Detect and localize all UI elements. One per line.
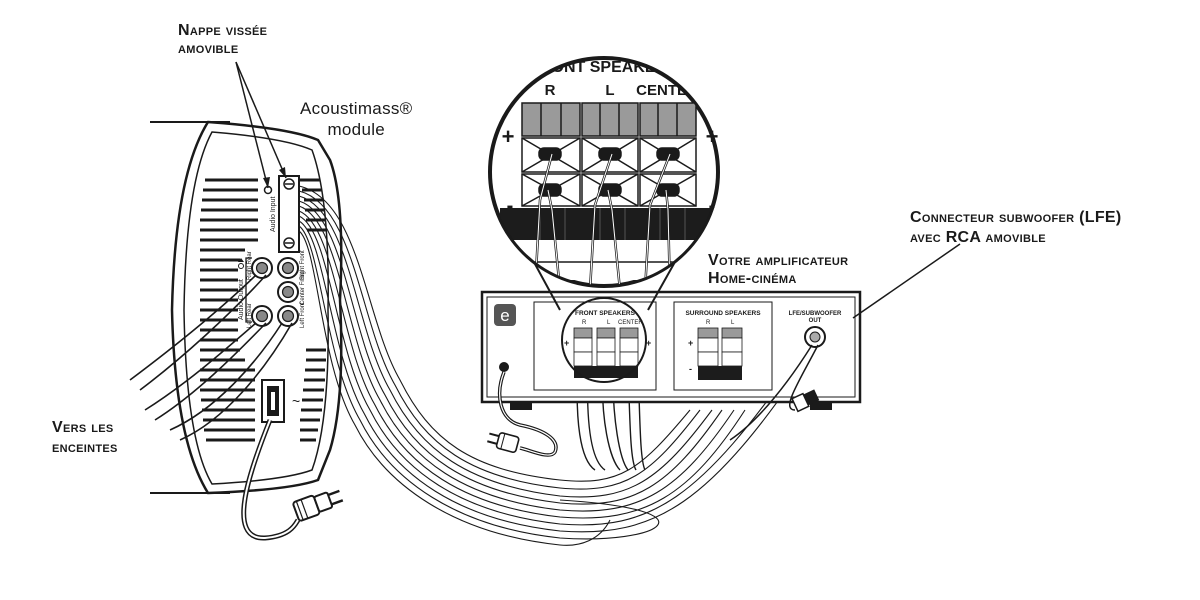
rca-jack-right-rear[interactable] xyxy=(251,257,273,279)
zoom-title: FRONT SPEAKERS xyxy=(530,59,678,76)
amp-lfe-jack[interactable] xyxy=(804,326,826,348)
amp-surround-label: SURROUND SPEAKERS xyxy=(685,310,761,317)
audio-input-connector[interactable] xyxy=(263,175,300,253)
rca-jack-center-front[interactable] xyxy=(277,281,299,303)
zoom-plus-terminals[interactable] xyxy=(521,137,697,173)
amp-front-center: CENTER xyxy=(618,320,643,326)
lfe-rca-plug xyxy=(791,389,820,413)
rca-jack-left-front[interactable] xyxy=(277,305,299,327)
zoom-label-l: L xyxy=(605,82,614,99)
power-socket[interactable] xyxy=(261,379,285,423)
amp-power-jack[interactable] xyxy=(499,362,509,372)
zoom-plus-left: + xyxy=(502,124,515,149)
module-power-cord xyxy=(241,419,301,541)
amp-front-terminals[interactable] xyxy=(573,327,639,378)
right-rear-label: Right Rear xyxy=(247,251,253,280)
amp-power-cord xyxy=(497,371,558,457)
label-amp-line1: Votre amplificateur xyxy=(708,252,849,269)
speaker-wires-out xyxy=(129,274,293,441)
audio-output-group: Audio Output xyxy=(238,257,252,323)
zoom-minus-left: - xyxy=(507,195,514,217)
right-front-label: Right Front xyxy=(300,250,306,280)
amp-lfe-label-2: OUT xyxy=(809,318,822,324)
zoom-minus-terminals[interactable] xyxy=(521,173,697,207)
power-symbol: ~ xyxy=(292,393,300,409)
label-vers-enceintes: Vers les enceintes xyxy=(52,418,118,458)
label-lfe: Connecteur subwoofer (LFE) avec RCA amov… xyxy=(910,208,1122,248)
label-acoustimass: Acoustimass® module xyxy=(300,98,413,140)
amp-surround-minus: - xyxy=(689,364,692,374)
label-nappe-line2: amovible xyxy=(178,40,239,57)
label-lfe-line2: avec RCA amovible xyxy=(910,229,1046,246)
center-front-label: Center Front xyxy=(300,271,306,305)
lfe-cable xyxy=(729,344,819,441)
amplifier: e FRONT SPEAKERS R L CENTER + + SURROUND… xyxy=(480,290,862,410)
audio-output-label: Audio Output xyxy=(238,279,245,320)
amp-front-plus-right: + xyxy=(646,338,651,348)
label-nappe-line1: Nappe vissée xyxy=(178,22,268,39)
label-vers-line2: enceintes xyxy=(52,439,118,456)
acoustimass-module: Audio Input Audio Output Ri xyxy=(150,120,343,495)
label-nappe: Nappe vissée amovible xyxy=(178,22,267,58)
amp-surround-l: L xyxy=(731,320,735,326)
amp-lfe-label-1: LFE/SUBWOOFER xyxy=(789,311,842,317)
zoom-target-circle xyxy=(561,297,647,383)
zoom-label-r: R xyxy=(545,82,556,99)
label-amplificateur: Votre amplificateur Home-cinéma xyxy=(708,252,848,288)
zoom-minus-right: - xyxy=(709,195,716,217)
amp-front-l: L xyxy=(607,320,611,326)
amp-front-r: R xyxy=(582,320,587,326)
rca-jack-right-front[interactable] xyxy=(277,257,299,279)
amp-power-plug xyxy=(487,432,520,454)
label-acoustimass-line2: module xyxy=(327,120,386,139)
audio-input-label: Audio Input xyxy=(270,197,277,232)
label-amp-line2: Home-cinéma xyxy=(708,270,797,287)
label-lfe-line1: Connecteur subwoofer (LFE) xyxy=(910,209,1122,226)
ribbon-cable xyxy=(298,185,813,546)
amp-surround-plus: + xyxy=(688,338,693,348)
label-vers-line1: Vers les xyxy=(52,419,114,436)
rca-jack-left-rear[interactable] xyxy=(251,305,273,327)
amp-surround-terminals[interactable] xyxy=(697,327,743,380)
amp-logo xyxy=(494,304,516,326)
callout-arrowheads xyxy=(263,167,286,188)
amp-logo-letter: e xyxy=(500,306,509,325)
zoom-plus-right: + xyxy=(706,124,719,149)
amp-front-speakers-label: FRONT SPEAKERS xyxy=(575,310,636,317)
zoom-bubble: FRONT SPEAKERS R L CENTER xyxy=(488,56,720,288)
module-power-plug xyxy=(292,489,344,522)
left-front-label: Left Front xyxy=(300,302,306,328)
amp-front-plus-left: + xyxy=(564,338,569,348)
label-acoustimass-line1: Acoustimass® xyxy=(300,99,413,118)
callout-lines xyxy=(235,61,961,319)
left-rear-label: Left Rear xyxy=(247,303,253,328)
amp-surround-r: R xyxy=(706,320,711,326)
